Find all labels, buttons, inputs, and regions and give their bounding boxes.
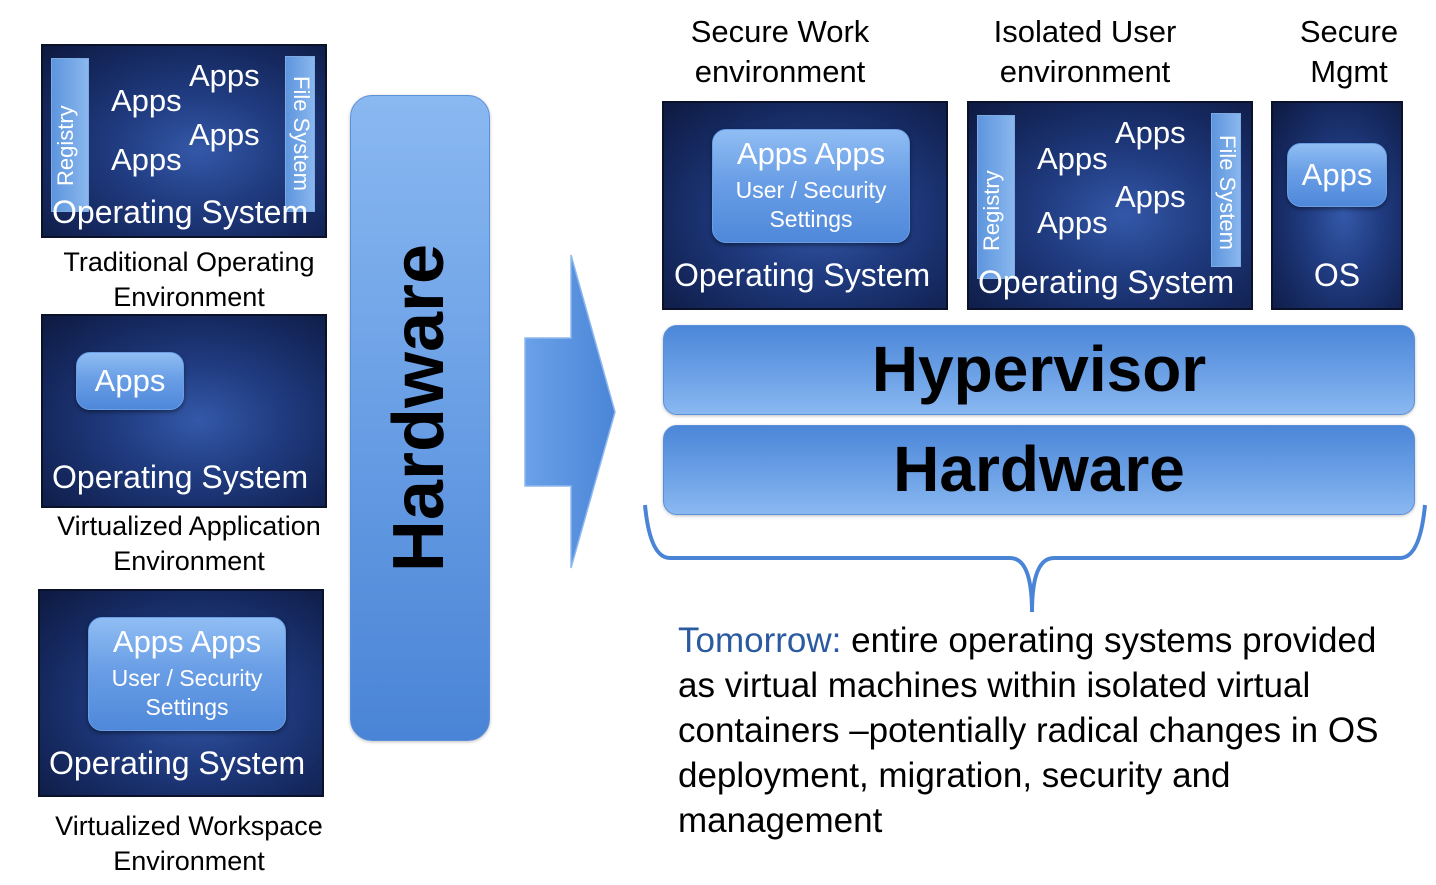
caption-line: Environment [113, 846, 265, 876]
traditional-caption: Traditional Operating Environment [40, 245, 338, 315]
secure-work-settings-chip: Apps Apps User / Security Settings [712, 129, 910, 243]
workspace-box: Apps Apps User / Security Settings Opera… [38, 589, 324, 797]
os-label: Operating System [49, 745, 306, 781]
heading-line: Mgmt [1310, 54, 1388, 89]
os-label: Operating System [52, 459, 309, 495]
secure-mgmt-heading: Secure Mgmt [1279, 12, 1419, 92]
hardware-vertical-bar [350, 95, 490, 741]
apps-label: Apps [1037, 141, 1108, 176]
secure-work-vm-box: Apps Apps User / Security Settings Opera… [662, 101, 948, 310]
settings-label: Settings [769, 206, 853, 232]
caption-line: Virtualized Application [57, 511, 321, 541]
caption-line: Environment [113, 282, 265, 312]
caption-line: Virtualized Workspace [55, 811, 323, 841]
os-label: Operating System [978, 264, 1235, 300]
grouping-brace [643, 504, 1427, 613]
app-virt-box: Apps Operating System [41, 314, 327, 508]
workspace-caption: Virtualized Workspace Environment [38, 809, 340, 879]
workspace-settings-chip: Apps Apps User / Security Settings [88, 617, 286, 731]
app-virt-caption: Virtualized Application Environment [40, 509, 338, 579]
apps-label: Apps [1037, 205, 1108, 240]
hypervisor-bar: Hypervisor [663, 325, 1415, 415]
hardware-bar: Hardware [663, 425, 1415, 515]
registry-bar [977, 115, 1015, 279]
hardware-label: Hardware [893, 433, 1185, 505]
heading-line: environment [999, 54, 1171, 89]
registry-label: Registry [979, 170, 1004, 251]
registry-label: Registry [53, 105, 78, 186]
apps-label: Apps Apps [736, 136, 886, 171]
apps-label: Apps Apps [112, 624, 262, 659]
summary-text: entire operating systems provided as vir… [678, 621, 1379, 840]
apps-label: Apps [94, 363, 166, 398]
file-system-bar [1211, 113, 1241, 267]
file-system-label: File System [1215, 135, 1240, 250]
isolated-user-heading: Isolated User environment [965, 12, 1205, 92]
apps-label: Apps [1115, 179, 1186, 214]
apps-label: Apps [1115, 115, 1186, 150]
apps-label: Apps [111, 142, 182, 177]
heading-line: Secure [1299, 14, 1399, 49]
summary-paragraph: Tomorrow: entire operating systems provi… [678, 618, 1398, 843]
isolated-user-vm-box: Registry File System Apps Apps Apps Apps… [967, 101, 1253, 310]
os-label: Operating System [52, 194, 309, 230]
hypervisor-label: Hypervisor [871, 333, 1207, 405]
transition-arrow [524, 254, 616, 569]
apps-label: Apps [189, 58, 260, 93]
summary-lead: Tomorrow: [678, 621, 842, 660]
os-label: OS [1313, 257, 1361, 293]
heading-line: environment [694, 54, 866, 89]
hardware-vertical-label: Hardware [379, 243, 459, 573]
secure-mgmt-vm-box: Apps OS [1271, 101, 1403, 310]
caption-line: Traditional Operating [63, 247, 315, 277]
settings-label: User / Security [735, 177, 887, 203]
settings-label: User / Security [111, 665, 263, 691]
registry-bar [51, 58, 89, 212]
apps-label: Apps [1301, 157, 1373, 192]
file-system-bar [285, 56, 315, 212]
traditional-os-box: Registry File System Apps Apps Apps Apps… [41, 44, 327, 238]
secure-work-heading: Secure Work environment [660, 12, 900, 92]
apps-label: Apps [189, 117, 260, 152]
apps-label: Apps [111, 83, 182, 118]
heading-line: Secure Work [690, 14, 870, 49]
settings-label: Settings [145, 694, 229, 720]
heading-line: Isolated User [993, 14, 1177, 49]
caption-line: Environment [113, 546, 265, 576]
file-system-label: File System [289, 76, 314, 191]
apps-chip: Apps [1287, 143, 1387, 207]
os-label: Operating System [674, 257, 931, 293]
apps-chip: Apps [76, 352, 184, 410]
